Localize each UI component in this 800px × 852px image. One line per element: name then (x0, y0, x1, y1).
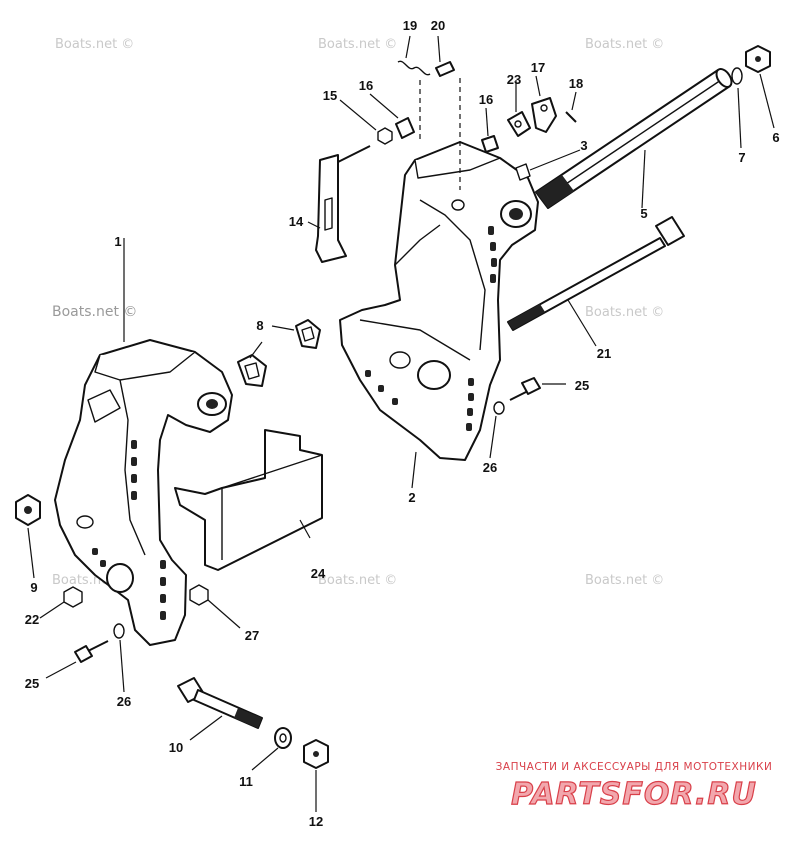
watermark: Boats.net © (55, 37, 134, 52)
tilt-tube (535, 68, 733, 209)
callout-7: 7 (738, 150, 745, 165)
watermark: Boats.net © (318, 37, 397, 52)
watermark: Boats.net © (585, 37, 664, 52)
callout-16: 16 (359, 78, 373, 93)
callout-23: 23 (507, 72, 521, 87)
callout-20: 20 (431, 18, 445, 33)
callout-9: 9 (30, 580, 37, 595)
callout-26: 26 (117, 694, 131, 709)
callout-10: 10 (169, 740, 183, 755)
brand-caption: ЗАПЧАСТИ И АКСЕССУАРЫ ДЛЯ МОТОТЕХНИКИ (496, 761, 773, 773)
callout-27: 27 (245, 628, 259, 643)
tilt-lock-lever (315, 145, 371, 263)
through-bolt (507, 216, 685, 331)
left-clamp-bracket (54, 339, 233, 646)
leader-lines (27, 35, 775, 812)
callout-22: 22 (25, 612, 39, 627)
callout-17: 17 (531, 60, 545, 75)
callout-26: 26 (483, 460, 497, 475)
watermark: Boats.net © (585, 573, 664, 588)
watermark: Boats.net © (318, 573, 397, 588)
watermark: Boats.net © (585, 305, 664, 320)
right-clamp-bracket (339, 141, 539, 461)
callout-14: 14 (289, 214, 304, 229)
callout-labels: 1 2 3 5 6 7 8 9 10 11 12 14 15 16 16 17 … (25, 18, 780, 829)
transom-plate (174, 429, 323, 571)
callout-18: 18 (569, 76, 583, 91)
brand-watermark: ЗАПЧАСТИ И АКСЕССУАРЫ ДЛЯ МОТОТЕХНИКИ PA… (496, 761, 773, 813)
callout-2: 2 (408, 490, 415, 505)
callout-3: 3 (580, 138, 587, 153)
callout-16: 16 (479, 92, 493, 107)
callout-24: 24 (311, 566, 326, 581)
callout-15: 15 (323, 88, 337, 103)
callout-25: 25 (25, 676, 39, 691)
watermark: Boats.net © (52, 304, 137, 320)
callout-5: 5 (640, 206, 647, 221)
small-hardware (15, 45, 771, 769)
brand-logo: PARTSFOR.RU (511, 777, 757, 812)
callout-19: 19 (403, 18, 417, 33)
callout-11: 11 (239, 774, 253, 789)
callout-1: 1 (114, 234, 121, 249)
assembly-guide-lines (419, 78, 461, 190)
callout-21: 21 (597, 346, 611, 361)
callout-8: 8 (256, 318, 263, 333)
callout-25: 25 (575, 378, 589, 393)
callout-6: 6 (772, 130, 779, 145)
callout-12: 12 (309, 814, 323, 829)
